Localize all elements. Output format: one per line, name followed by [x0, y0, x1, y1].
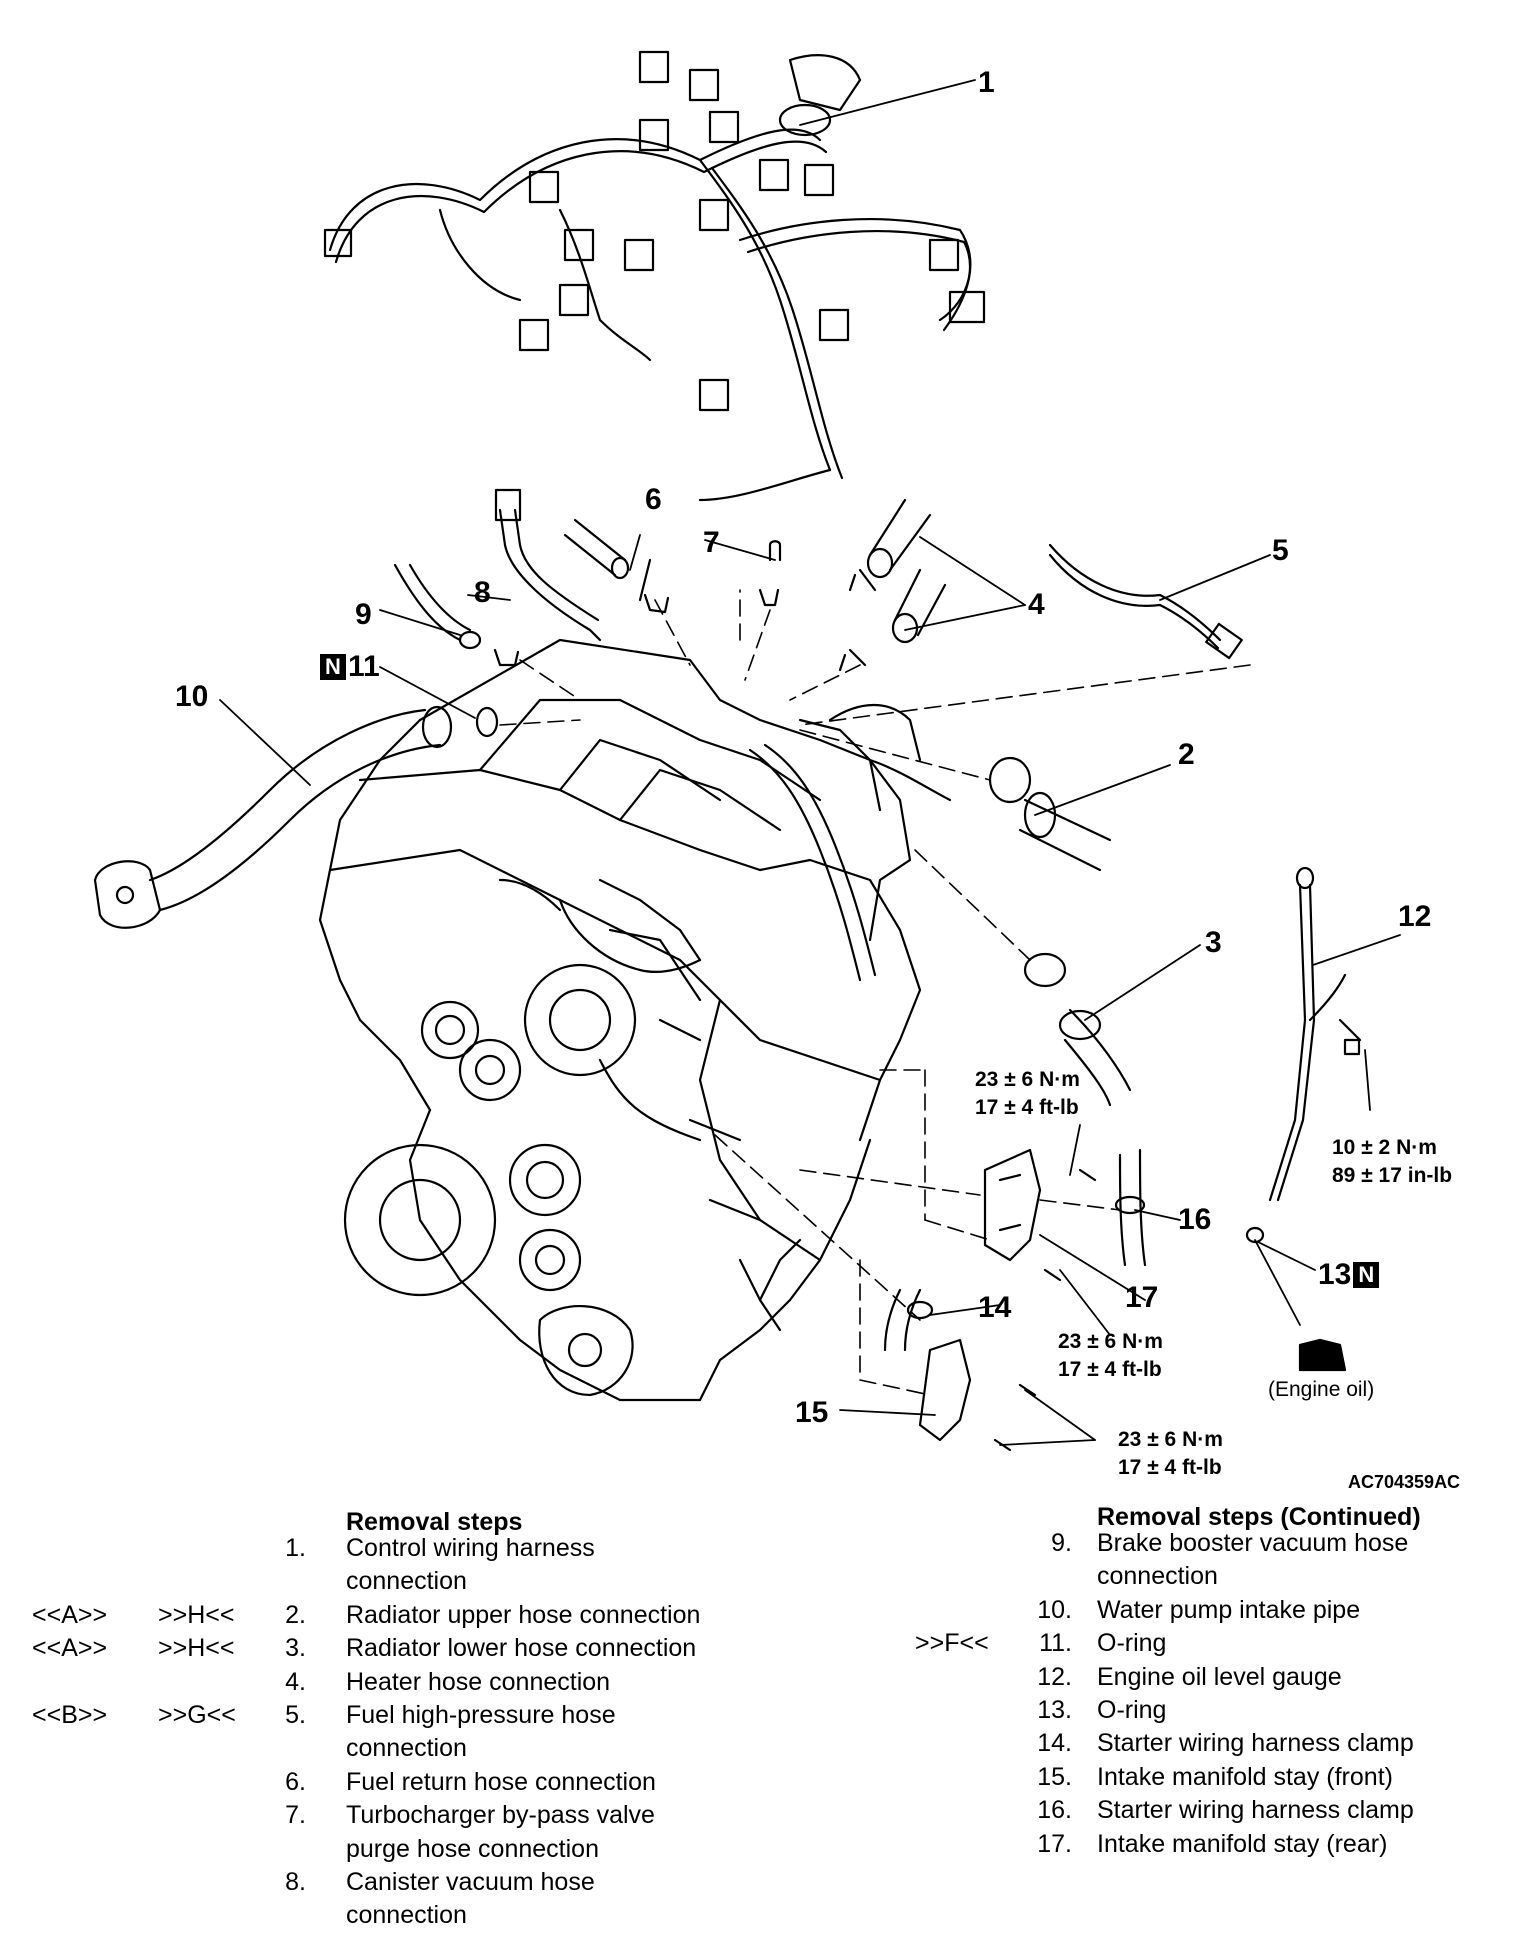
intake-manifold-stay-rear [983, 1148, 1147, 1282]
step-text: Fuel return hose connection [346, 1767, 656, 1796]
callout-16: 16 [1178, 1203, 1212, 1236]
callout-15: 15 [795, 1396, 829, 1429]
callout-13-number: 13 [1318, 1258, 1352, 1291]
callout-11-number: 11 [348, 650, 380, 683]
torque-nm: 10 ± 2 N·m [1332, 1136, 1437, 1159]
callout-4: 4 [1028, 588, 1045, 621]
step-removal-note: <<A>> [32, 1600, 108, 1629]
dashed-connection-lines [499, 589, 1251, 1396]
step-installation-note: >>H<< [158, 1600, 235, 1629]
torque-spec-12: 10 ± 2 N·m 89 ± 17 in-lb [1332, 1134, 1452, 1190]
callout-12: 12 [1398, 900, 1432, 933]
step-number: 5. [285, 1701, 306, 1729]
torque-ftlb: 17 ± 4 ft-lb [1118, 1456, 1222, 1479]
torque-nm: 23 ± 6 N·m [1058, 1330, 1163, 1353]
callout-9: 9 [355, 598, 372, 631]
callout-3: 3 [1205, 926, 1222, 959]
step-number: 14. [1037, 1729, 1072, 1758]
step-text: connection [346, 1567, 467, 1596]
step-installation-note: >>G<< [158, 1701, 236, 1729]
torque-nm: 23 ± 6 N·m [975, 1068, 1080, 1091]
step-text: Turbocharger by-pass valve [346, 1801, 655, 1830]
step-text: Starter wiring harness clamp [1097, 1796, 1414, 1825]
step-removal-note: <<A>> [32, 1634, 108, 1663]
step-number: 1. [285, 1534, 306, 1562]
new-part-badge-11: N [320, 654, 346, 680]
step-text: purge hose connection [346, 1834, 599, 1863]
step-number: 10. [1037, 1595, 1072, 1624]
step-text: Radiator lower hose connection [346, 1634, 697, 1663]
callout-1: 1 [978, 66, 995, 99]
step-text: Fuel high-pressure hose [346, 1701, 616, 1729]
torque-ftlb: 17 ± 4 ft-lb [975, 1096, 1079, 1119]
callout-8: 8 [474, 576, 491, 609]
step-number: 2. [285, 1600, 306, 1629]
step-text: Control wiring harness [346, 1534, 595, 1562]
step-text: Brake booster vacuum hose [1097, 1529, 1409, 1557]
engine-oil-label: (Engine oil) [1268, 1378, 1375, 1401]
step-text: Intake manifold stay (front) [1097, 1762, 1393, 1791]
step-number: 3. [285, 1634, 306, 1663]
step-number: 16. [1037, 1796, 1072, 1825]
step-installation-note: >>F<< [915, 1629, 989, 1658]
torque-nm: 23 ± 6 N·m [1118, 1428, 1223, 1451]
step-text: Heater hose connection [346, 1667, 611, 1696]
callout-2: 2 [1178, 738, 1195, 771]
water-pump-intake-pipe [93, 705, 499, 929]
step-number: 15. [1037, 1762, 1072, 1791]
callout-17: 17 [1125, 1281, 1159, 1314]
engine-oil-level-gauge [1268, 866, 1362, 1202]
right-steps-heading: Removal steps (Continued) [1097, 1503, 1421, 1531]
step-text: Engine oil level gauge [1097, 1662, 1342, 1691]
step-text: Radiator upper hose connection [346, 1600, 701, 1629]
left-steps-heading: Removal steps [346, 1508, 523, 1536]
torque-ftlb: 17 ± 4 ft-lb [1058, 1358, 1162, 1381]
step-number: 17. [1037, 1829, 1072, 1858]
step-text: connection [346, 1734, 467, 1763]
control-wiring-harness [323, 50, 986, 502]
step-text: Intake manifold stay (rear) [1097, 1829, 1388, 1858]
callout-14: 14 [978, 1291, 1012, 1324]
hoses-group [393, 488, 1243, 672]
step-removal-note: <<B>> [32, 1701, 108, 1729]
step-number: 12. [1037, 1662, 1072, 1691]
step-number: 6. [285, 1767, 306, 1796]
callout-5: 5 [1272, 534, 1289, 567]
step-text: Water pump intake pipe [1097, 1595, 1361, 1624]
step-installation-note: >>H<< [158, 1634, 235, 1663]
step-number: 9. [1051, 1529, 1072, 1557]
callout-7: 7 [703, 526, 720, 559]
step-number: 8. [285, 1868, 306, 1896]
callout-10: 10 [175, 680, 209, 713]
step-text: Canister vacuum hose [346, 1868, 595, 1896]
step-number: 4. [285, 1667, 306, 1696]
torque-spec-upper-17: 23 ± 6 N·m 17 ± 4 ft-lb [975, 1066, 1080, 1122]
step-number: 7. [285, 1801, 306, 1830]
step-text: Starter wiring harness clamp [1097, 1729, 1414, 1758]
step-text: connection [346, 1901, 467, 1930]
figure-code: AC704359AC [1348, 1472, 1461, 1492]
step-number: 11. [1039, 1629, 1072, 1658]
engine-oil-symbol [1298, 1338, 1347, 1372]
torque-inlb: 89 ± 17 in-lb [1332, 1164, 1453, 1187]
radiator-lower-hose [1023, 952, 1132, 1107]
engine-block [318, 638, 952, 1402]
callout-6: 6 [645, 483, 662, 516]
o-ring-13 [1245, 1226, 1265, 1244]
new-part-badge-13: N [1353, 1262, 1380, 1288]
step-text: connection [1097, 1562, 1218, 1591]
torque-spec-lower-17: 23 ± 6 N·m 17 ± 4 ft-lb [1058, 1328, 1163, 1384]
step-text: O-ring [1097, 1629, 1167, 1658]
step-text: O-ring [1097, 1696, 1167, 1724]
radiator-upper-hose [988, 756, 1112, 872]
step-number: 13. [1037, 1696, 1072, 1724]
exploded-view-diagram [93, 50, 1401, 1452]
intake-manifold-stay-front [883, 1288, 1037, 1452]
torque-spec-15: 23 ± 6 N·m 17 ± 4 ft-lb [1118, 1426, 1223, 1482]
leader-lines [219, 79, 1401, 1446]
